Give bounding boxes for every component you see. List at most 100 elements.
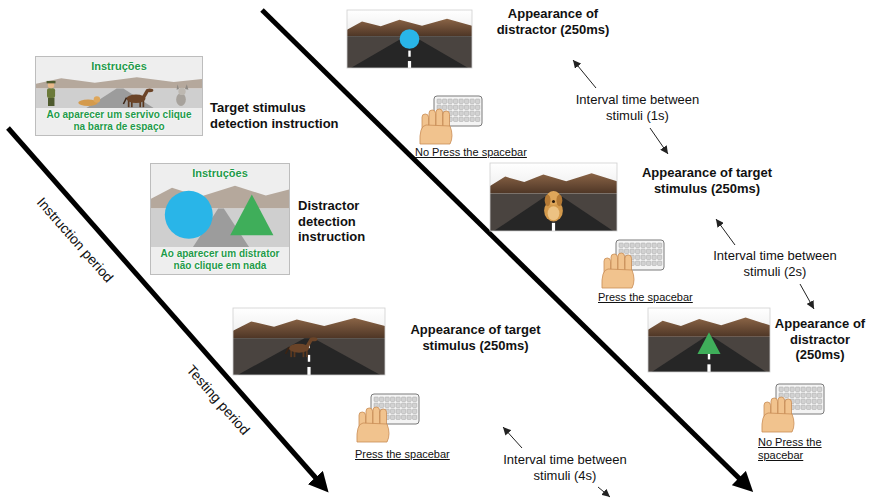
keyboard-icon-part [796,405,800,410]
road-screen [490,163,617,231]
road-screen-part [308,355,310,362]
keyboard-icon-part [812,399,816,404]
keyboard-icon-part [385,403,389,408]
dog-figure-part [545,194,551,206]
keyboard-icon-part [413,403,417,408]
soldier-figure-part [48,98,54,106]
wolf-figure-part [185,84,188,90]
keyboard-icon-part [636,261,640,266]
keyboard-icon-part [470,99,474,104]
instruction-label: Target stimulus detection instruction [210,100,360,131]
response-label: Press the spacebar [355,448,485,461]
screen-scene-part [36,57,203,136]
soldier-figure-part [47,81,56,83]
timeline-axis [262,10,746,485]
keyboard-icon [357,394,419,442]
keyboard-icon-part [396,409,400,414]
road-screen-part [707,364,710,372]
keyboard-icon-part [807,393,811,398]
keyboard-icon-part [396,403,400,408]
keyboard-icon-part [380,403,384,408]
keyboard-icon-part [801,387,805,392]
horse-figure-part [310,337,318,341]
keyboard-icon-part [812,387,816,392]
road-screen-part [648,308,770,372]
hand-icon [762,397,794,432]
keyboard-icon-part [454,105,458,110]
interval-label: Interval time between stimuli (2s) [705,248,845,279]
keyboard-icon-part [396,397,400,402]
keyboard-icon-part [801,405,805,410]
response-label: Press the spacebar [598,291,728,304]
screen-scene-part [86,89,153,108]
keyboard-icon-part [652,255,656,260]
road-screen [648,308,770,372]
wolf-figure-part [178,88,185,95]
keyboard-icon-part [402,403,406,408]
keyboard-icon-part [818,393,822,398]
wolf-figure [176,84,188,106]
keyboard-icon-part [801,393,805,398]
keyboard-icon-part [641,255,645,260]
horse-figure-part [146,88,153,92]
keyboard-icon-part [413,397,417,402]
road-screen-part [233,308,385,375]
keyboard-icon-part [476,111,480,116]
keyboard-icon-part [790,387,794,392]
keyboard-icon-part [443,99,447,104]
screen-scene-part [151,164,290,275]
hand-icon-part [602,269,634,288]
keyboard-icon-part [652,249,656,254]
keyboard-icon-part [413,409,417,414]
interval-arrow [650,128,668,154]
wolf-figure-part [176,93,186,106]
keyboard-icon [762,384,824,432]
keyboard-icon-part [818,387,822,392]
keyboard-icon-part [779,387,783,392]
keyboard-icon-part [465,117,469,122]
keyboard-icon-part [658,261,662,266]
keyboard-icon-part [402,397,406,402]
road-screen-part [347,10,472,68]
instruction-screen: InstruçõesAo aparecer um distrator não c… [150,163,290,275]
keyboard-icon-part [470,105,474,110]
keyboard-icon-part [448,105,452,110]
keyboard-icon-part [641,249,645,254]
keyboard-icon-part [476,99,480,104]
keyboard-icon-part [459,99,463,104]
keyboard-icon-part [625,243,629,248]
soldier-figure [47,81,56,106]
keyboard-icon-part [658,243,662,248]
keyboard-icon-part [647,243,651,248]
instruction-text: Ao aparecer um servivo clique na barra d… [40,109,198,132]
keyboard-icon-part [796,399,800,404]
blue-circle [400,29,420,49]
horse-figure [286,337,318,357]
keyboard-icon-part [454,99,458,104]
keyboard-icon-part [641,261,645,266]
screen-scene-part [36,89,203,108]
keyboard-icon-part [636,249,640,254]
keyboard-icon-part [385,397,389,402]
period-label: Instruction period [33,194,117,286]
keyboard-icon-part [402,415,406,420]
road-screen-part [648,308,770,372]
dog-figure [78,96,100,106]
keyboard-icon-part [636,243,640,248]
keyboard-icon-part [818,399,822,404]
keyboard-icon-part [443,105,447,110]
keyboard-icon-part [807,387,811,392]
road-screen [233,308,385,375]
road-screen-part [552,223,555,231]
keyboard-icon-part [413,415,417,420]
dog-figure-part [94,96,100,102]
keyboard-icon-part [407,403,411,408]
keyboard-icon-part [619,243,623,248]
keyboard-icon-part [402,409,406,414]
dog-figure [544,191,563,221]
keyboard-icon-part [470,117,474,122]
keyboard-icon-part [647,255,651,260]
keyboard-icon [420,96,482,144]
green-triangle [697,332,720,354]
keyboard-icon-part [807,405,811,410]
